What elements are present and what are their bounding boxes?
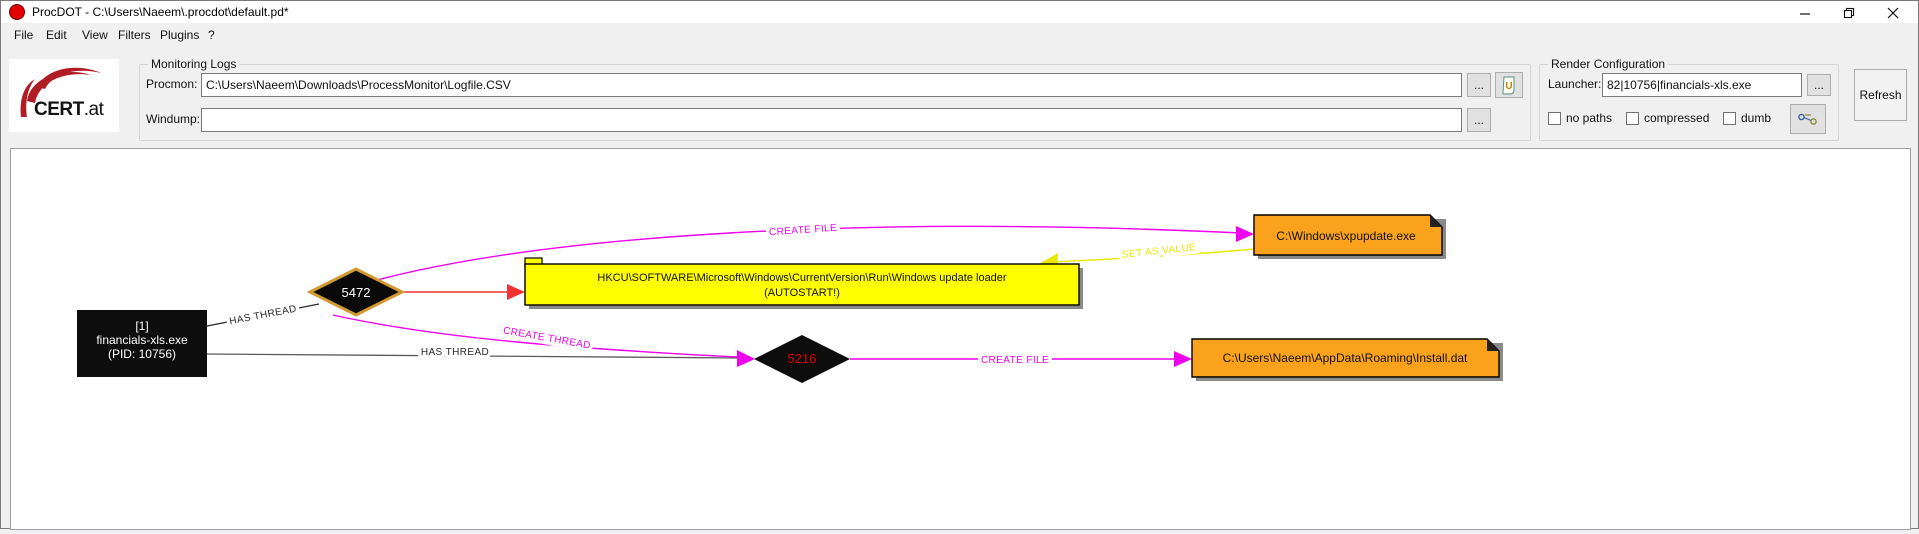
process-node-financials-xls[interactable]: [1] financials-xls.exe (PID: 10756) — [77, 310, 207, 377]
thread-5216-label: 5216 — [788, 351, 817, 366]
edge-label-create-thread: CREATE THREAD — [502, 325, 591, 351]
compressed-checkbox[interactable]: compressed — [1626, 111, 1709, 125]
dumb-checkbox[interactable]: dumb — [1723, 111, 1771, 125]
menu-plugins[interactable]: Plugins — [160, 28, 208, 42]
edge-set-value-red-arrowhead — [507, 284, 525, 300]
menu-file[interactable]: File — [14, 28, 46, 42]
menu-help[interactable]: ? — [208, 28, 228, 42]
procmon-browse-button[interactable]: ... — [1467, 73, 1491, 97]
edge-label-create-file-top: CREATE FILE — [769, 223, 838, 239]
file-node-install-dat[interactable]: C:\Users\Naeem\AppData\Roaming\Install.d… — [1192, 339, 1503, 381]
thread-node-5216[interactable]: 5216 — [754, 335, 850, 383]
edge-create-file-top-arrowhead — [1236, 226, 1254, 242]
cert-at-logo: CERT.at — [9, 59, 119, 132]
file-node-xpupdate-label: C:\Windows\xpupdate.exe — [1276, 229, 1416, 243]
menu-bar: File Edit View Filters Plugins ? — [1, 23, 1918, 46]
windump-label: Windump: — [146, 112, 200, 126]
edge-label-create-file-bottom: CREATE FILE — [981, 355, 1049, 366]
edge-label-has-thread-1: HAS THREAD — [229, 304, 298, 328]
cert-at-wordmark: CERT.at — [34, 99, 103, 121]
menu-filters[interactable]: Filters — [118, 28, 160, 42]
minimize-button[interactable] — [1798, 6, 1812, 20]
registry-node-line1: HKCU\SOFTWARE\Microsoft\Windows\CurrentV… — [597, 272, 1007, 284]
launcher-browse-button[interactable]: ... — [1807, 74, 1831, 96]
edge-label-set-as-value: SET AS VALUE — [1121, 242, 1196, 261]
thread-5472-label: 5472 — [342, 285, 371, 300]
render-configuration-label: Render Configuration — [1548, 57, 1668, 71]
procmon-label: Procmon: — [146, 77, 197, 91]
graph-canvas[interactable]: HAS THREAD HAS THREAD CREATE THREAD CREA… — [10, 148, 1911, 530]
file-node-install-label: C:\Users\Naeem\AppData\Roaming\Install.d… — [1223, 351, 1468, 365]
toolbar: CERT.at Monitoring Logs Procmon: ... U W… — [1, 46, 1918, 148]
dumb-checkbox-label: dumb — [1741, 111, 1771, 125]
no-paths-checkbox[interactable]: no paths — [1548, 111, 1612, 125]
menu-edit[interactable]: Edit — [46, 28, 82, 42]
compressed-checkbox-label: compressed — [1644, 111, 1709, 125]
window-title: ProcDOT - C:\Users\Naeem\.procdot\defaul… — [32, 5, 289, 19]
no-paths-checkbox-label: no paths — [1566, 111, 1612, 125]
svg-text:U: U — [1505, 81, 1512, 92]
unicode-page-icon: U — [1501, 76, 1517, 95]
launcher-input[interactable] — [1602, 73, 1802, 97]
no-paths-checkbox-box[interactable] — [1548, 112, 1561, 125]
edge-create-thread-arrowhead — [737, 350, 755, 367]
procmon-unicode-button[interactable]: U — [1495, 72, 1523, 98]
close-button[interactable] — [1886, 6, 1900, 20]
process-node-line3: (PID: 10756) — [108, 347, 176, 361]
registry-node-autostart[interactable]: HKCU\SOFTWARE\Microsoft\Windows\CurrentV… — [525, 258, 1083, 309]
launcher-label: Launcher: — [1548, 77, 1601, 91]
process-node-line1: [1] — [135, 319, 148, 333]
edge-label-has-thread-2: HAS THREAD — [421, 347, 489, 358]
dumb-checkbox-box[interactable] — [1723, 112, 1736, 125]
thread-node-5472[interactable]: 5472 — [310, 269, 402, 315]
monitoring-logs-label: Monitoring Logs — [148, 57, 239, 71]
registry-node-line2: (AUTOSTART!) — [764, 287, 840, 299]
title-bar: ProcDOT - C:\Users\Naeem\.procdot\defaul… — [1, 1, 1918, 23]
graph-mode-button[interactable] — [1790, 104, 1826, 134]
graph-nodes-icon — [1797, 112, 1819, 127]
procmon-input[interactable] — [201, 73, 1462, 97]
compressed-checkbox-box[interactable] — [1626, 112, 1639, 125]
windump-browse-button[interactable]: ... — [1467, 108, 1491, 132]
restore-button[interactable] — [1842, 6, 1856, 20]
procdot-app-icon — [9, 4, 25, 20]
file-node-xpupdate[interactable]: C:\Windows\xpupdate.exe — [1254, 215, 1446, 259]
edge-create-file-bottom-arrowhead — [1174, 351, 1192, 367]
process-graph: HAS THREAD HAS THREAD CREATE THREAD CREA… — [11, 149, 1910, 529]
refresh-button[interactable]: Refresh — [1854, 69, 1907, 121]
windump-input[interactable] — [201, 108, 1462, 132]
menu-view[interactable]: View — [82, 28, 118, 42]
process-node-line2: financials-xls.exe — [96, 333, 188, 347]
